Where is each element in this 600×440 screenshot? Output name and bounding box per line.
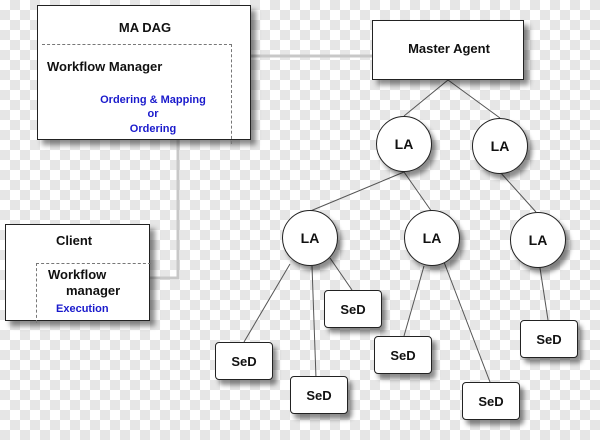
link-la4-sed4 (403, 265, 425, 337)
link-la2-la5 (499, 171, 537, 213)
ordering-mapping-line2: or (147, 108, 159, 120)
ma-dag-title: MA DAG (118, 20, 172, 35)
sed-box: SeD (374, 336, 432, 374)
sed-box: SeD (324, 290, 382, 328)
local-agent-node: LA (282, 210, 338, 266)
client-inner-frame (36, 263, 151, 323)
link-la1-la4 (403, 171, 433, 213)
local-agent-node: LA (404, 210, 460, 266)
link-la4-sed5 (443, 261, 491, 383)
client-workflow-line1: Workflow (48, 267, 107, 282)
link-la3-sed2 (311, 265, 317, 379)
link-la3-sed1 (243, 263, 291, 343)
client-title: Client (56, 233, 93, 248)
sed-box: SeD (290, 376, 348, 414)
sed-box: SeD (520, 320, 578, 358)
master-agent-label: Master Agent (408, 41, 490, 56)
ma-dag-inner-frame (42, 44, 232, 144)
link-la5-sed6 (539, 267, 549, 321)
workflow-manager-label: Workflow Manager (47, 59, 163, 74)
ordering-mapping-line1: Ordering & Mapping (100, 94, 206, 106)
sed-box: SeD (215, 342, 273, 380)
link-la3-sed3 (329, 257, 353, 291)
link-master-la2 (447, 79, 501, 119)
local-agent-node: LA (510, 212, 566, 268)
link-madag-client (150, 140, 180, 280)
ordering-mapping-line3: Ordering (129, 123, 177, 135)
client-workflow-line2: manager (66, 283, 121, 298)
ma-dag-box: MA DAG Workflow Manager Ordering & Mappi… (37, 5, 251, 144)
sed-box: SeD (462, 382, 520, 420)
link-la1-la3 (307, 171, 405, 213)
local-agent-node: LA (472, 118, 528, 174)
client-box: Client Workflow manager Execution (5, 224, 151, 323)
local-agent-node: LA (376, 116, 432, 172)
master-agent-box: Master Agent (372, 20, 524, 80)
link-master-la1 (403, 79, 449, 117)
client-execution-label: Execution (56, 303, 109, 315)
